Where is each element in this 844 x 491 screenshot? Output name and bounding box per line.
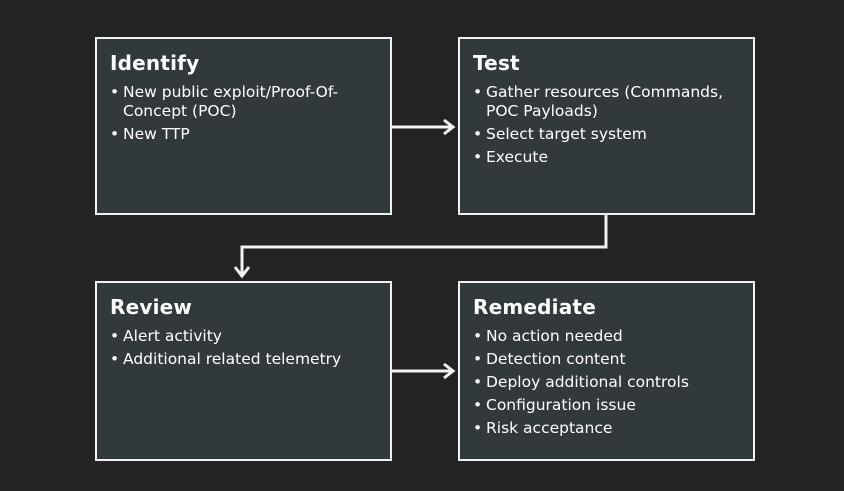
step-list-remediate: No action needed Detection content Deplo…	[473, 327, 741, 438]
step-box-review: Review Alert activity Additional related…	[95, 281, 392, 461]
arrowhead-identify-to-test	[443, 118, 456, 136]
step-box-test: Test Gather resources (Commands, POC Pay…	[458, 37, 755, 215]
step-title-remediate: Remediate	[473, 295, 596, 319]
list-item: Additional related telemetry	[110, 350, 378, 369]
list-item: New public exploit/Proof-Of-Concept (POC…	[110, 83, 378, 121]
arrow-test-to-review	[240, 215, 608, 275]
arrowhead-review-to-remediate	[443, 362, 456, 380]
list-item: Risk acceptance	[473, 419, 741, 438]
list-item: Detection content	[473, 350, 741, 369]
step-title-test: Test	[473, 51, 520, 75]
list-item: Gather resources (Commands, POC Payloads…	[473, 83, 741, 121]
step-list-review: Alert activity Additional related teleme…	[110, 327, 378, 369]
arrowhead-test-to-review	[233, 266, 251, 279]
list-item: Select target system	[473, 125, 741, 144]
list-item: Execute	[473, 148, 741, 167]
step-title-review: Review	[110, 295, 193, 319]
list-item: No action needed	[473, 327, 741, 346]
list-item: Configuration issue	[473, 396, 741, 415]
step-list-test: Gather resources (Commands, POC Payloads…	[473, 83, 741, 167]
list-item: Alert activity	[110, 327, 378, 346]
list-item: New TTP	[110, 125, 378, 144]
step-box-identify: Identify New public exploit/Proof-Of-Con…	[95, 37, 392, 215]
step-box-remediate: Remediate No action needed Detection con…	[458, 281, 755, 461]
list-item: Deploy additional controls	[473, 373, 741, 392]
step-title-identify: Identify	[110, 51, 200, 75]
step-list-identify: New public exploit/Proof-Of-Concept (POC…	[110, 83, 378, 144]
